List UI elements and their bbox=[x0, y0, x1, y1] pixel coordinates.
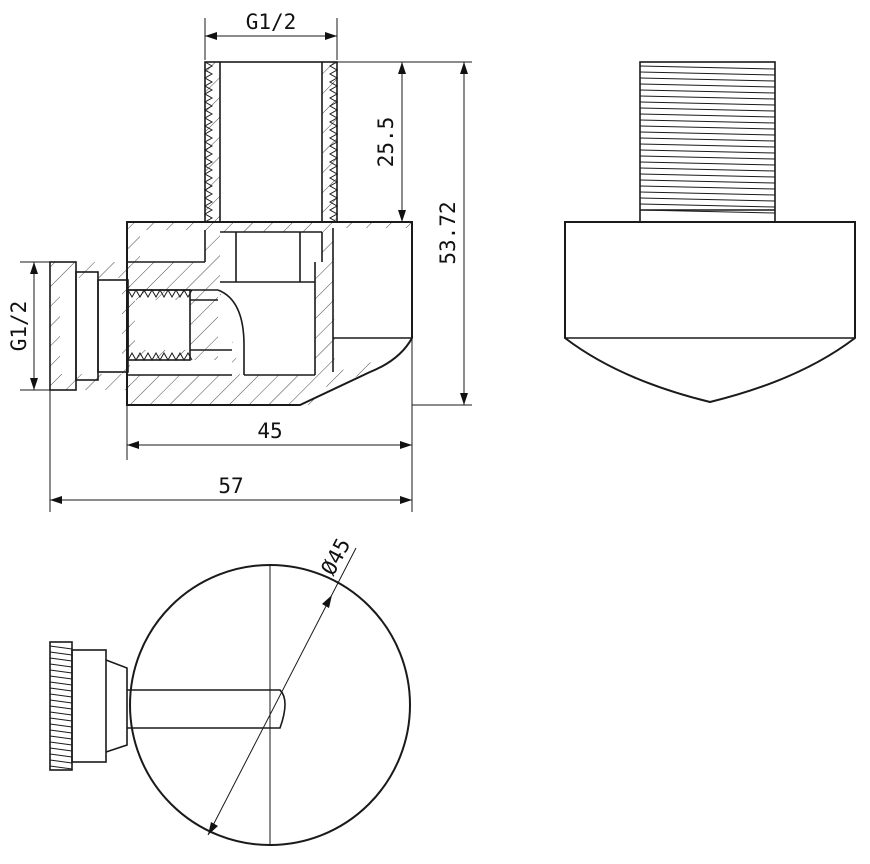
diameter-label: Ø45 bbox=[316, 534, 355, 579]
body-width-dimension: 45 bbox=[126, 338, 413, 512]
front-section-view: G1/2 bbox=[7, 10, 472, 512]
side-elevation-view bbox=[564, 61, 856, 404]
thread-length-label: 25.5 bbox=[374, 117, 398, 168]
side-thread-dimension: G1/2 bbox=[7, 261, 50, 391]
side-threaded-connector bbox=[49, 261, 232, 391]
total-height-dimension: 53.72 bbox=[410, 61, 472, 406]
total-height-label: 53.72 bbox=[436, 201, 460, 264]
top-thread-label: G1/2 bbox=[246, 10, 297, 34]
top-threaded-pipe bbox=[203, 61, 339, 223]
top-thread-dimension: G1/2 bbox=[204, 10, 338, 60]
body-width-label: 45 bbox=[257, 419, 282, 443]
total-width-dimension: 57 bbox=[49, 390, 412, 512]
top-view-threaded-connector bbox=[49, 641, 128, 771]
thread-length-dimension: 25.5 bbox=[337, 61, 410, 223]
top-view: Ø45 bbox=[49, 534, 411, 846]
total-width-label: 57 bbox=[218, 474, 243, 498]
side-thread-label: G1/2 bbox=[7, 301, 31, 352]
